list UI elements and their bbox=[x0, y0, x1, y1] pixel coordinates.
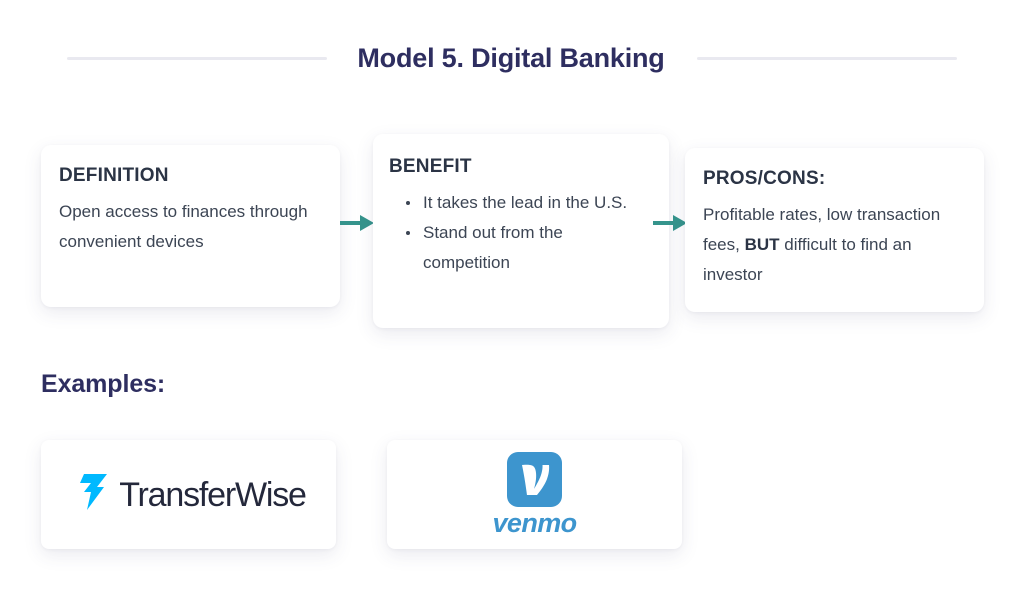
flow-card-benefit: BENEFIT It takes the lead in the U.S. St… bbox=[373, 134, 669, 328]
flow-card-heading: DEFINITION bbox=[59, 165, 169, 186]
body-text-emphasis: BUT bbox=[744, 234, 780, 254]
flow-card-definition: DEFINITION Open access to finances throu… bbox=[41, 145, 340, 307]
arrow-right-icon bbox=[653, 212, 689, 234]
title-rule-right bbox=[696, 56, 957, 60]
transferwise-lockup: TransferWise bbox=[71, 470, 307, 519]
examples-heading: Examples: bbox=[41, 370, 166, 398]
flow-card-body: Open access to finances through convenie… bbox=[59, 202, 308, 251]
venmo-mark-icon bbox=[507, 452, 562, 507]
list-item: It takes the lead in the U.S. bbox=[406, 188, 651, 218]
flow-card-heading: PROS/CONS: bbox=[703, 168, 826, 189]
page-title: Model 5. Digital Banking bbox=[357, 42, 665, 73]
page-header: Model 5. Digital Banking bbox=[0, 36, 1024, 80]
flow-card-heading: BENEFIT bbox=[389, 156, 472, 177]
example-logo-card-venmo[interactable]: venmo bbox=[387, 440, 682, 549]
flow-card-pros-cons: PROS/CONS: Profitable rates, low transac… bbox=[685, 148, 984, 312]
transferwise-flag-icon bbox=[71, 470, 117, 519]
body-text-before: Profitable rates, low transaction fees, bbox=[703, 205, 941, 254]
example-logo-card-transferwise[interactable]: TransferWise bbox=[41, 440, 336, 549]
venmo-wordmark: venmo bbox=[492, 508, 577, 538]
body-text-after: difficult to find an investor bbox=[703, 234, 912, 284]
transferwise-wordmark: TransferWise bbox=[119, 475, 307, 514]
title-rule-left bbox=[67, 56, 328, 60]
arrow-right-icon bbox=[340, 212, 376, 234]
venmo-lockup: venmo bbox=[492, 452, 577, 538]
flow-card-body: Profitable rates, low transaction fees, … bbox=[703, 200, 968, 289]
flow-card-bullet-list: It takes the lead in the U.S. Stand out … bbox=[389, 188, 651, 277]
list-item: Stand out from the competition bbox=[406, 218, 651, 278]
